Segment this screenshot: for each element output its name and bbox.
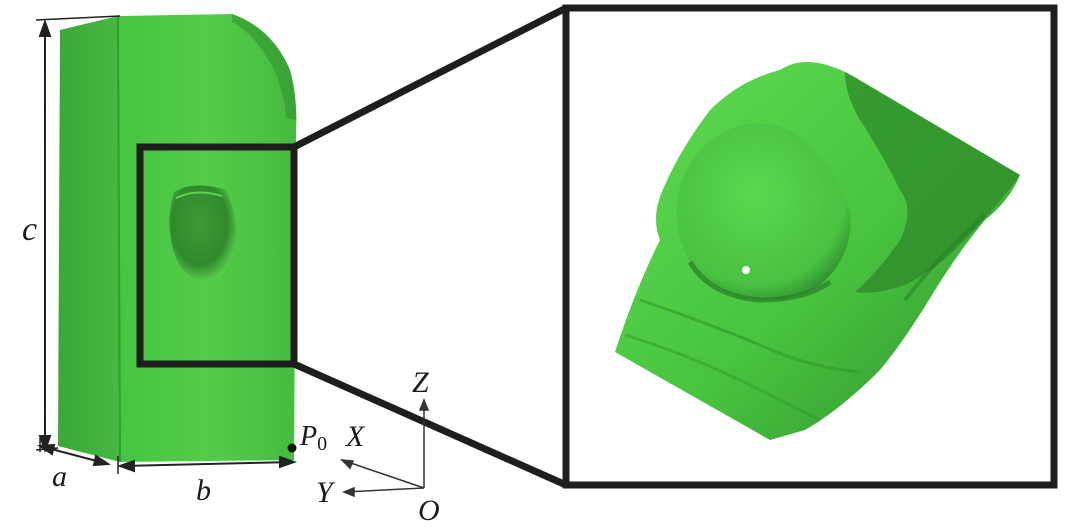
label-p0-main: P — [299, 421, 317, 452]
dimension-b — [117, 455, 297, 473]
label-c: c — [22, 211, 37, 248]
p0-point — [287, 443, 297, 453]
zoom-speck — [742, 266, 750, 274]
specimen-corner-shade — [232, 14, 296, 120]
zoom-dark-ridge — [845, 72, 1020, 293]
label-origin: O — [418, 494, 440, 527]
label-p0-sub: 0 — [317, 433, 327, 455]
label-z: Z — [412, 366, 429, 399]
label-x: X — [345, 420, 366, 453]
zoom-panel — [562, 4, 1058, 489]
specimen-block — [58, 14, 297, 463]
dimension-a — [37, 438, 119, 474]
pit-defect — [169, 185, 237, 282]
label-y: Y — [316, 476, 336, 509]
zoom-pit — [676, 123, 851, 300]
label-b: b — [196, 474, 211, 507]
specimen-side-face — [58, 16, 120, 462]
coordinate-axes — [340, 397, 430, 498]
label-a: a — [52, 460, 67, 493]
connector-bottom — [292, 360, 568, 489]
connector-top — [292, 4, 568, 151]
label-p0: P0 — [299, 421, 327, 455]
highlight-box — [136, 143, 298, 368]
y-axis — [343, 487, 425, 493]
x-axis — [341, 459, 425, 489]
